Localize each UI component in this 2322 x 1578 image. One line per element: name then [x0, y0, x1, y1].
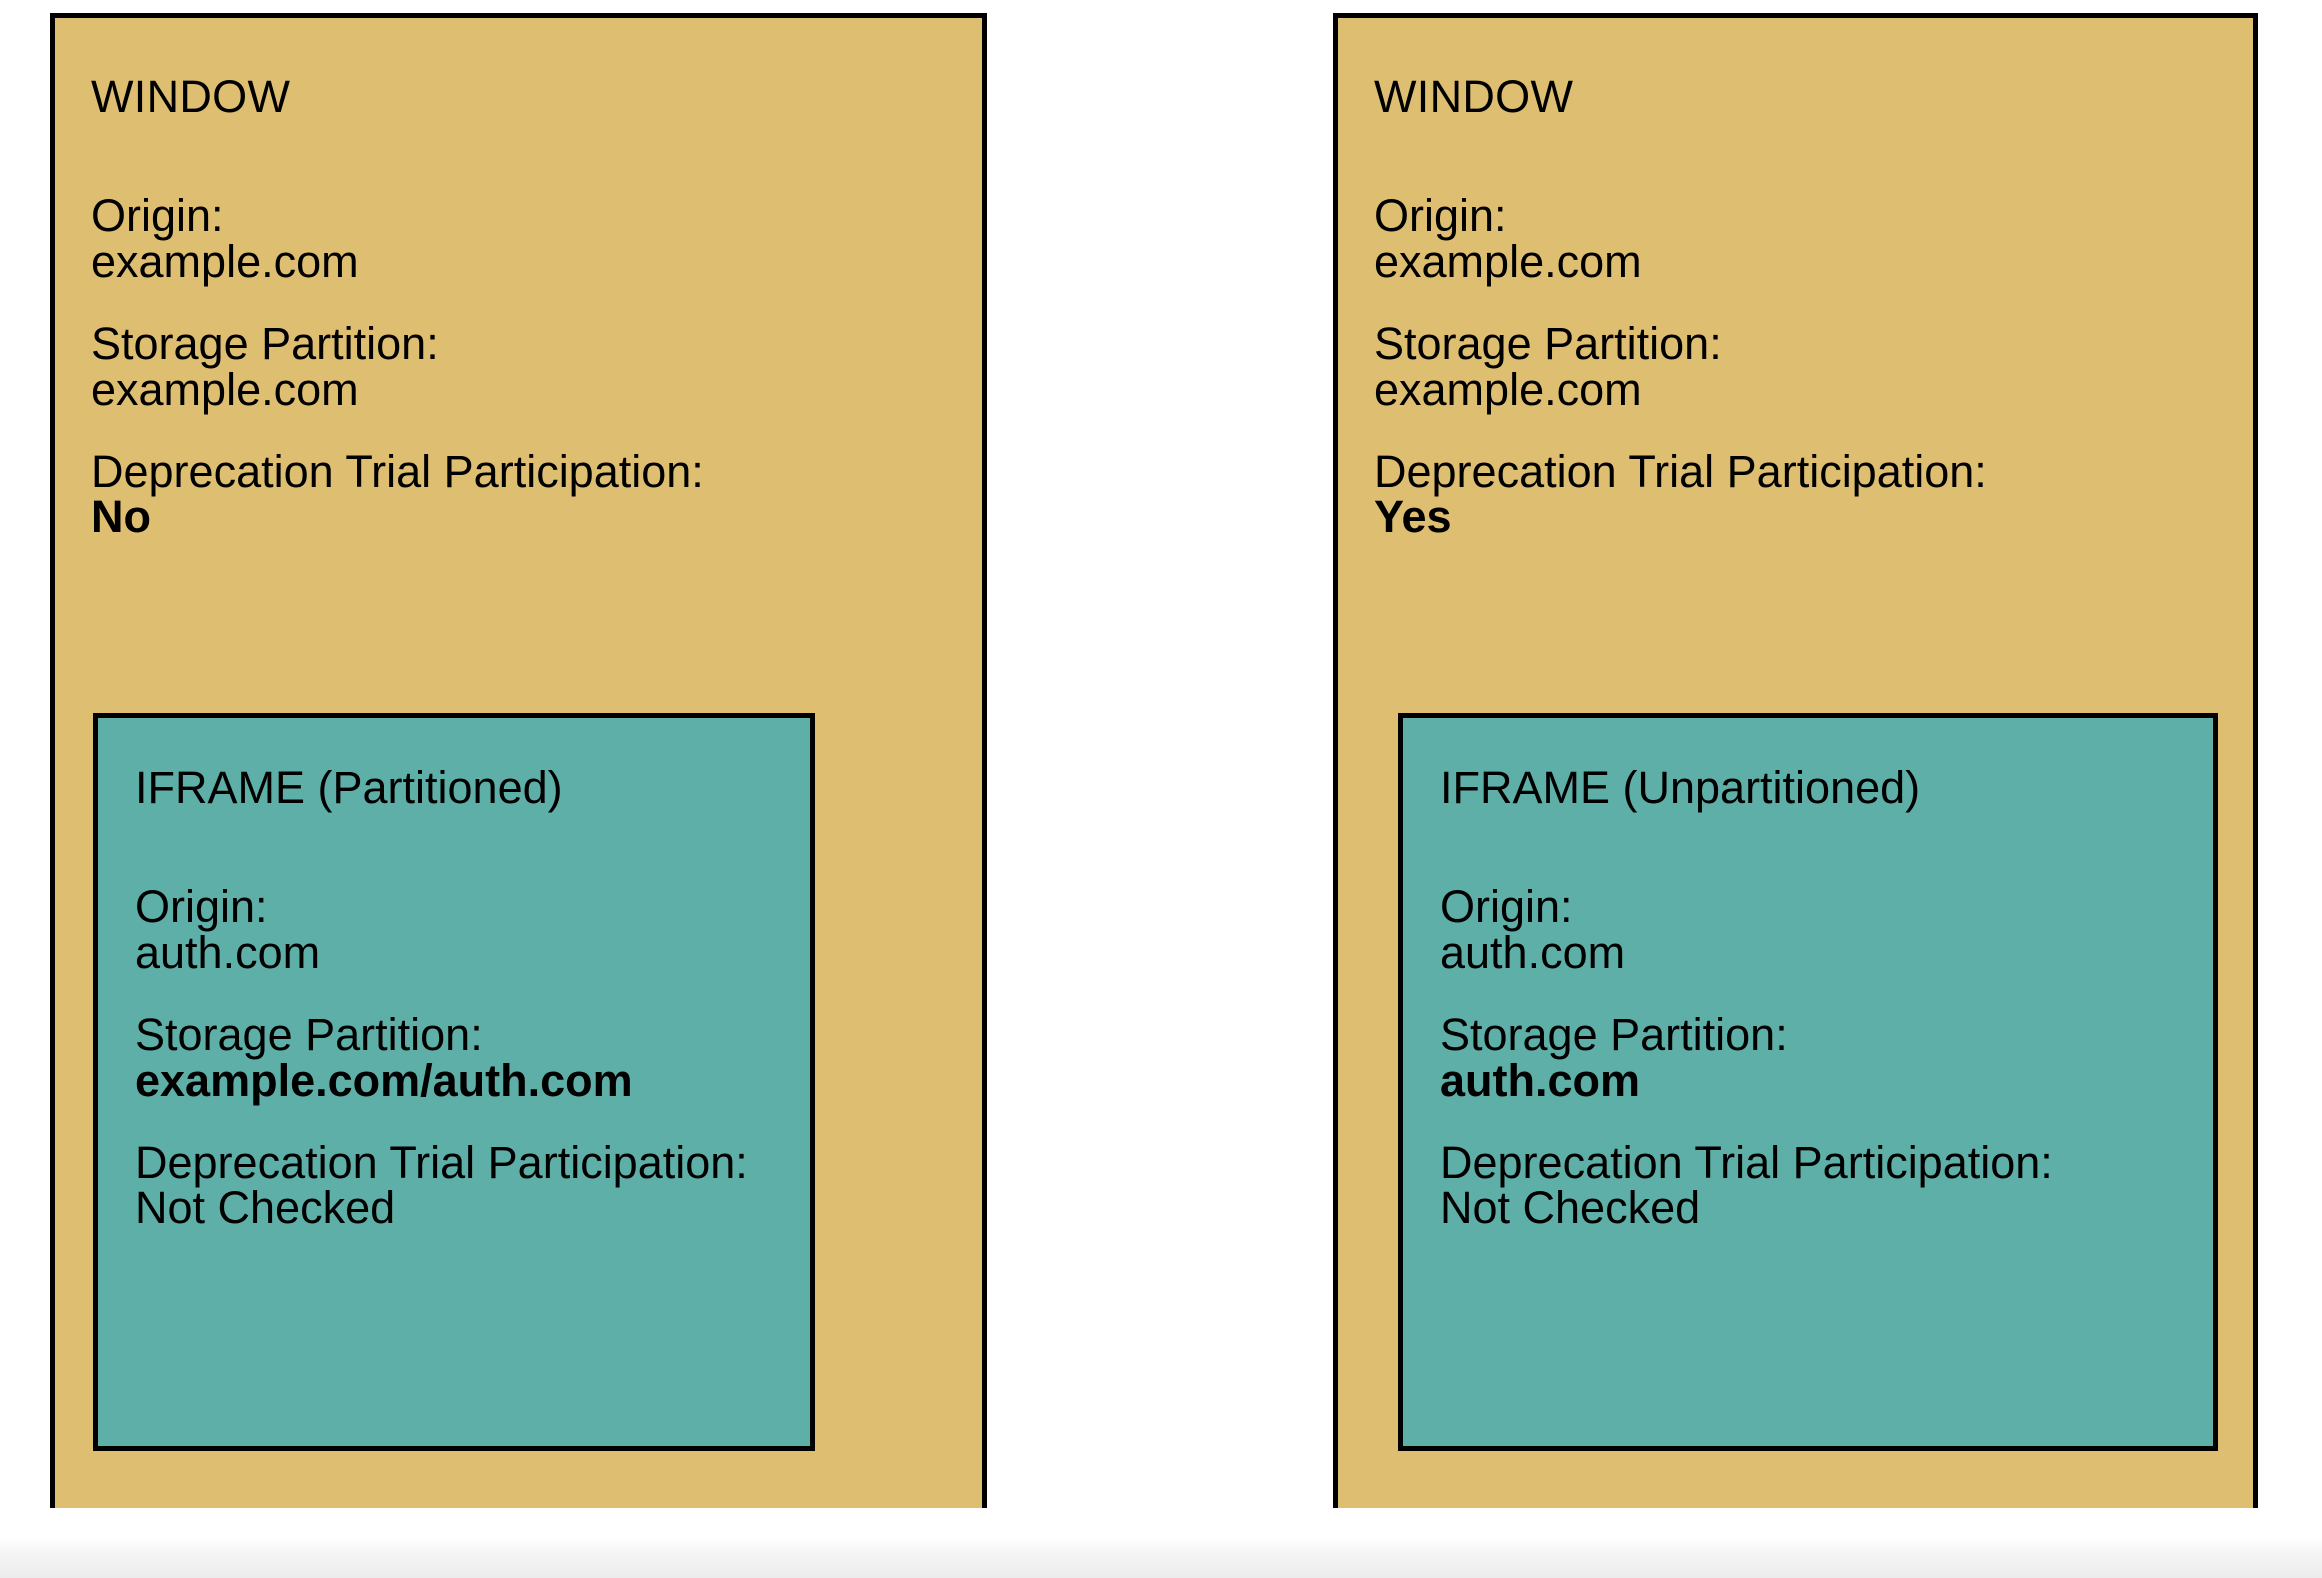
field-value-deprecation-trial: Yes	[1374, 491, 1452, 543]
window-title-left: WINDOW	[91, 71, 291, 122]
field-label-deprecation-trial: Deprecation Trial Participation:	[135, 1136, 748, 1188]
iframe-field-storage-partition-right: Storage Partition: auth.com	[1440, 1008, 2200, 1106]
field-value-deprecation-trial: No	[91, 491, 151, 543]
iframe-field-deprecation-trial-left: Deprecation Trial Participation: Not Che…	[135, 1136, 895, 1234]
iframe-title-right: IFRAME (Unpartitioned)	[1440, 762, 1921, 813]
field-value-origin: example.com	[1374, 235, 1642, 287]
field-value-deprecation-trial: Not Checked	[135, 1182, 396, 1234]
window-title-right: WINDOW	[1374, 71, 1574, 122]
iframe-fields-left: Origin: auth.com Storage Partition: exam…	[135, 884, 895, 1231]
field-label-origin: Origin:	[1374, 190, 1507, 241]
window-field-origin-left: Origin: example.com	[91, 193, 951, 285]
iframe-field-deprecation-trial-right: Deprecation Trial Participation: Not Che…	[1440, 1136, 2200, 1234]
field-value-storage-partition: example.com/auth.com	[135, 1054, 633, 1106]
field-value-storage-partition: example.com	[91, 363, 359, 415]
field-label-storage-partition: Storage Partition:	[1374, 317, 1722, 369]
field-value-origin: auth.com	[1440, 926, 1626, 978]
iframe-field-origin-right: Origin: auth.com	[1440, 884, 2200, 976]
field-label-deprecation-trial: Deprecation Trial Participation:	[91, 445, 704, 497]
field-value-deprecation-trial: Not Checked	[1440, 1182, 1701, 1234]
field-label-origin: Origin:	[1440, 881, 1573, 932]
iframe-field-origin-left: Origin: auth.com	[135, 884, 895, 976]
iframe-title-left: IFRAME (Partitioned)	[135, 762, 563, 813]
field-value-origin: example.com	[91, 235, 359, 287]
iframe-box-right: IFRAME (Unpartitioned) Origin: auth.com …	[1398, 713, 2218, 1451]
field-value-storage-partition: example.com	[1374, 363, 1642, 415]
window-field-deprecation-trial-right: Deprecation Trial Participation: Yes	[1374, 445, 2234, 543]
field-label-deprecation-trial: Deprecation Trial Participation:	[1440, 1136, 2053, 1188]
field-value-storage-partition: auth.com	[1440, 1054, 1641, 1106]
field-value-origin: auth.com	[135, 926, 321, 978]
iframe-box-left: IFRAME (Partitioned) Origin: auth.com St…	[93, 713, 815, 1451]
window-box-right: WINDOW Origin: example.com Storage Parti…	[1333, 13, 2258, 1553]
iframe-field-storage-partition-left: Storage Partition: example.com/auth.com	[135, 1008, 895, 1106]
window-field-storage-partition-right: Storage Partition: example.com	[1374, 317, 2234, 415]
window-field-storage-partition-left: Storage Partition: example.com	[91, 317, 951, 415]
field-label-origin: Origin:	[135, 881, 268, 932]
field-label-storage-partition: Storage Partition:	[1440, 1008, 1788, 1060]
iframe-fields-right: Origin: auth.com Storage Partition: auth…	[1440, 884, 2200, 1231]
window-field-deprecation-trial-left: Deprecation Trial Participation: No	[91, 445, 951, 543]
window-fields-right: Origin: example.com Storage Partition: e…	[1374, 193, 2234, 540]
window-field-origin-right: Origin: example.com	[1374, 193, 2234, 285]
field-label-origin: Origin:	[91, 190, 224, 241]
field-label-deprecation-trial: Deprecation Trial Participation:	[1374, 445, 1987, 497]
field-label-storage-partition: Storage Partition:	[135, 1008, 483, 1060]
window-fields-left: Origin: example.com Storage Partition: e…	[91, 193, 951, 540]
window-box-left: WINDOW Origin: example.com Storage Parti…	[50, 13, 987, 1553]
field-label-storage-partition: Storage Partition:	[91, 317, 439, 369]
